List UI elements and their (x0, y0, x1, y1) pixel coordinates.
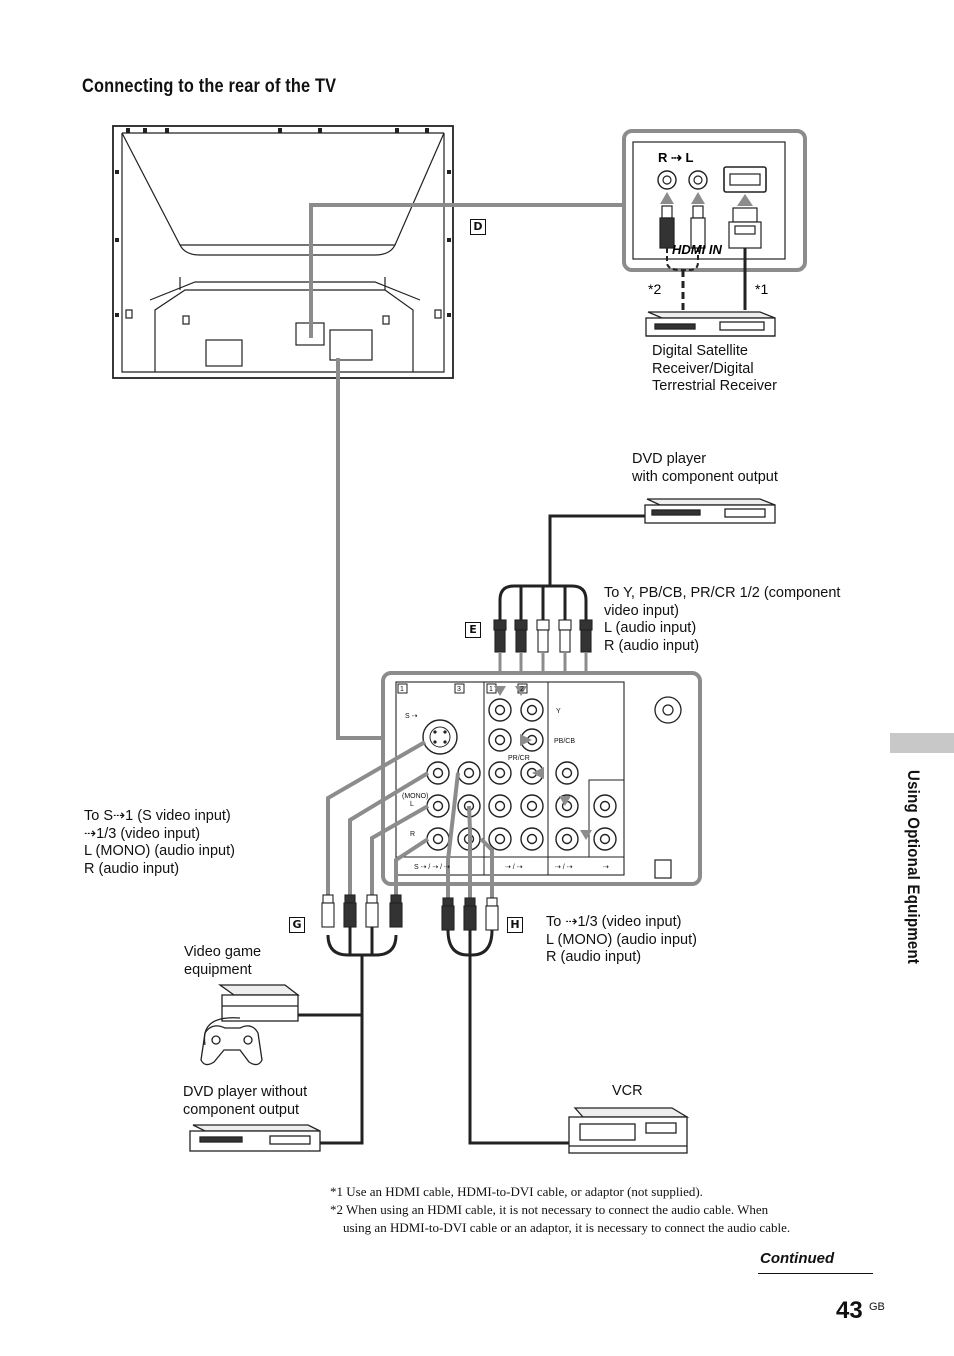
dvd-no-component-device (189, 1124, 321, 1152)
vcr-label: VCR (612, 1083, 643, 1099)
panel-bottom-c: ⇢ / ⇢ (555, 864, 573, 871)
badge-g: G (289, 917, 305, 933)
tv-rear-illustration (112, 125, 454, 379)
star2-label: *2 (648, 281, 661, 297)
footnotes: *1 Use an HDMI cable, HDMI-to-DVI cable,… (330, 1184, 791, 1235)
panel-col3: 3 (457, 686, 461, 693)
panel-r: R (410, 831, 415, 838)
dvd-no-component-label: DVD player without component output (183, 1084, 308, 1118)
cable-h-plugs (441, 897, 499, 931)
badge-e: E (465, 622, 481, 638)
panel-l: L (410, 801, 414, 808)
page-number: 43 (836, 1297, 863, 1324)
hdmi-audio-label: R ⇢ L (658, 150, 694, 165)
panel-bottom-a: S ⇢ / ⇢ / ⇢ (414, 864, 450, 871)
cable-d-line (309, 203, 624, 338)
cable-h-join (446, 929, 569, 1145)
video-game-label: Video game equipment (184, 944, 262, 978)
vcr-device (568, 1107, 690, 1154)
panel-arrowheads (494, 686, 592, 840)
continued-label: Continued (760, 1250, 835, 1267)
continued-rule (758, 1273, 873, 1274)
section-title: Connecting to the rear of the TV (82, 76, 337, 97)
panel-s-in: S ⇢ (405, 713, 418, 720)
panel-mono: (MONO) (402, 793, 428, 800)
vcr-input-label: To ⇢1/3 (video input) L (MONO) (audio in… (546, 914, 697, 965)
dvd-component-label: DVD player with component output (632, 451, 778, 485)
cable-g-plugs (321, 894, 403, 928)
panel-text: 1 3 1 2 S ⇢ (MONO) L R Y PB/CB PR/CR S ⇢… (400, 686, 609, 871)
badge-h: H (507, 917, 523, 933)
satellite-cables (666, 248, 747, 310)
panel-y: Y (556, 708, 561, 715)
svideo-input-label: To S⇢1 (S video input) ⇢1/3 (video input… (84, 808, 235, 877)
satellite-label: Digital Satellite Receiver/Digital Terre… (652, 343, 777, 394)
component-plugs (493, 619, 593, 653)
video-game-console (200, 984, 300, 1066)
side-tab-marker (890, 733, 954, 753)
star1-label: *1 (755, 281, 768, 297)
panel-col2: 2 (520, 686, 524, 693)
hdmi-logo: HDMI IN (672, 242, 722, 257)
tv-to-panel-cable (336, 358, 395, 740)
page-suffix: GB (869, 1301, 885, 1313)
panel-pb: PB/CB (554, 738, 575, 745)
satellite-receiver-device (645, 311, 776, 337)
cable-h-lines (446, 772, 494, 898)
panel-col1: 1 (400, 686, 404, 693)
tv-rear-screw-holes (115, 128, 451, 317)
panel-bottom-d: ⇢ (603, 864, 609, 871)
panel-bottom-b: ⇢ / ⇢ (505, 864, 523, 871)
dvd-component-device (644, 498, 776, 524)
side-tab-title: Using Optional Equipment (904, 770, 923, 965)
badge-d: D (470, 219, 486, 235)
component-input-label: To Y, PB/CB, PR/CR 1/2 (component video … (604, 585, 841, 654)
component-cables (498, 514, 645, 620)
hdmi-plug-arrows (660, 192, 753, 206)
panel-pr: PR/CR (508, 755, 530, 762)
cable-g-lines (326, 740, 430, 895)
panel-col1b: 1 (489, 686, 493, 693)
cable-g-join (298, 927, 398, 1145)
